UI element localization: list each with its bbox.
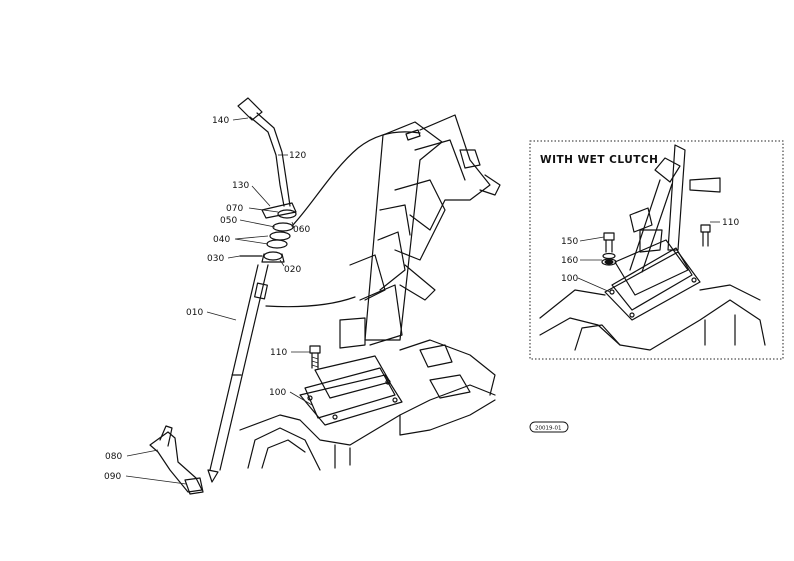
rod-link-line (265, 296, 356, 308)
part-label-140: 140 (212, 116, 229, 126)
part-label-080: 080 (105, 452, 122, 462)
shift-lever-assembly (149, 97, 297, 495)
shift-cable (291, 131, 421, 227)
transmission-housing-drawing (239, 114, 501, 471)
part-label-020: 020 (284, 265, 301, 275)
inset-label-100: 100 (561, 274, 578, 284)
part-label-010: 010 (186, 308, 203, 318)
part-label-050: 050 (220, 216, 237, 226)
inset-label-160: 160 (561, 256, 578, 266)
bolt-110 (309, 345, 321, 369)
reference-code: 20019-01 (535, 426, 561, 432)
part-label-060: 060 (293, 225, 310, 235)
part-label-100: 100 (269, 388, 286, 398)
inset-leader-lines (577, 221, 720, 293)
lower-fork (149, 431, 203, 493)
part-label-030: 030 (207, 254, 224, 264)
part-label-040: 040 (213, 235, 230, 245)
part-label-070: 070 (226, 204, 243, 214)
inset-label-110: 110 (722, 218, 739, 228)
part-labels: 140 120 130 070 050 060 040 030 020 010 … (104, 116, 310, 482)
inset-drawing (539, 144, 766, 351)
reference-code-tag: 20019-01 (529, 421, 569, 433)
lever-upper (249, 116, 285, 207)
inset-frame (529, 140, 784, 360)
part-label-090: 090 (104, 472, 121, 482)
inset-title: WITH WET CLUTCH (540, 154, 658, 166)
part-label-130: 130 (232, 181, 249, 191)
leader-lines (125, 117, 313, 485)
part-label-110: 110 (270, 348, 287, 358)
inset-label-150: 150 (561, 237, 578, 247)
main-rod (209, 264, 259, 471)
inset-labels: WITH WET CLUTCH 110 150 160 100 (540, 154, 739, 284)
lever-knob (237, 97, 263, 121)
part-label-120: 120 (289, 151, 306, 161)
